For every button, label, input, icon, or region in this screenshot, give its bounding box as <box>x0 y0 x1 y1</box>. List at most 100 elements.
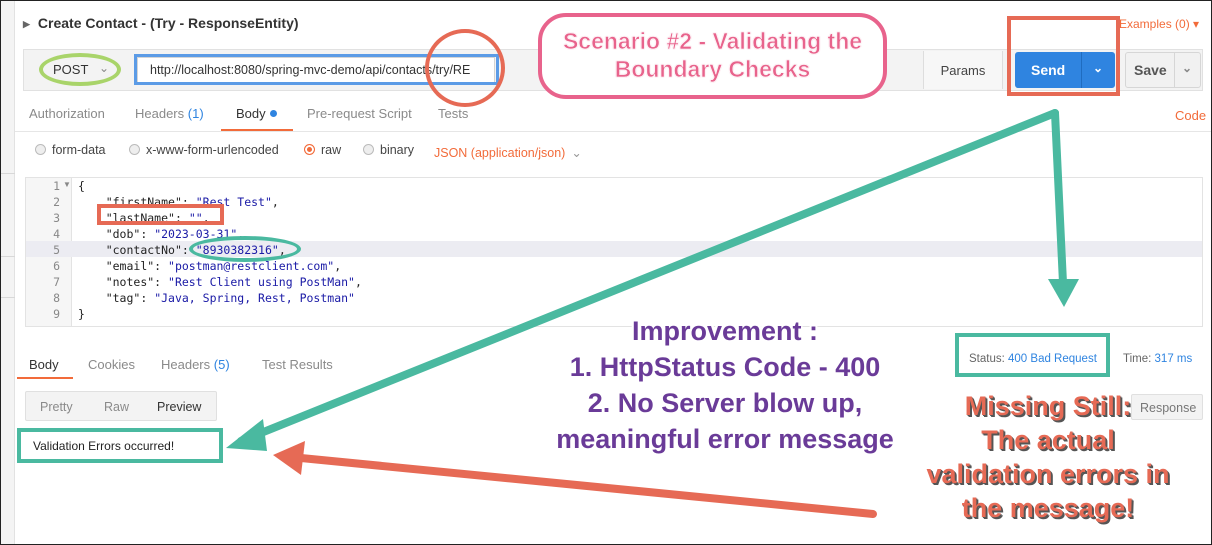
active-line-highlight <box>26 241 1202 257</box>
callout-line: Scenario #2 - Validating the <box>562 28 863 55</box>
save-response-button[interactable]: Response <box>1131 394 1203 420</box>
line-number: 9 <box>53 307 60 321</box>
url-value: http://localhost:8080/spring-mvc-demo/ap… <box>150 63 471 77</box>
time-value: 317 ms <box>1154 353 1193 365</box>
collapse-triangle-icon[interactable]: ▶ <box>23 19 30 29</box>
tab-headers[interactable]: Headers (1) <box>135 106 204 121</box>
line-number: 5 <box>53 243 60 257</box>
line-number: 2 <box>53 195 60 209</box>
params-label: Params <box>940 63 986 78</box>
examples-dropdown[interactable]: Examples (0) ▾ <box>1119 17 1199 31</box>
callout-line: 2. No Server blow up, <box>587 388 863 418</box>
code-punct: { <box>78 179 85 193</box>
response-tab-cookies[interactable]: Cookies <box>88 357 135 372</box>
improvement-callout: Improvement : 1. HttpStatus Code - 400 2… <box>515 313 935 457</box>
tab-count: (5) <box>213 357 230 372</box>
line-number: 6 <box>53 259 60 273</box>
send-label: Send <box>1031 62 1066 78</box>
send-divider <box>1081 52 1082 88</box>
line-number: 1 <box>53 179 60 193</box>
response-tab-body[interactable]: Body <box>29 357 59 372</box>
active-tab-indicator <box>221 129 293 131</box>
save-button[interactable]: Save ⌄ <box>1125 52 1201 88</box>
callout-line: the message! <box>961 493 1135 523</box>
code-punct: } <box>78 307 85 321</box>
code-link[interactable]: Code <box>1175 108 1206 123</box>
radio-x-www-form-urlencoded[interactable]: x-www-form-urlencoded <box>129 143 279 157</box>
line-number: 7 <box>53 275 60 289</box>
line-number: 8 <box>53 291 60 305</box>
url-end-highlight-circle <box>425 29 505 107</box>
callout-line: The actual <box>981 425 1115 455</box>
radio-form-data[interactable]: form-data <box>35 143 106 157</box>
response-tab-headers[interactable]: Headers (5) <box>161 357 230 372</box>
tab-label: Body <box>236 106 266 121</box>
send-button[interactable]: Send ⌄ <box>1015 52 1115 88</box>
fold-arrow-icon[interactable]: ▼ <box>63 180 71 189</box>
format-preview-button[interactable]: Preview <box>157 400 202 414</box>
json-key: "email" <box>105 259 155 273</box>
radio-label: binary <box>380 143 415 157</box>
save-response-label: Response <box>1140 401 1197 415</box>
tab-label: Headers <box>135 106 185 121</box>
radio-raw[interactable]: raw <box>304 143 341 157</box>
sidebar-divider <box>1 297 15 298</box>
response-status: Status: 400 Bad Request <box>969 353 1097 365</box>
code-line: "notes": "Rest Client using PostMan", <box>105 275 362 289</box>
save-label: Save <box>1134 62 1167 78</box>
send-highlight-box <box>1007 16 1120 96</box>
json-value: "Java, Spring, Rest, Postman" <box>154 291 355 305</box>
json-value: "postman@restclient.com" <box>168 259 335 273</box>
tab-pre-request-script[interactable]: Pre-request Script <box>307 106 412 121</box>
content-type-select[interactable]: JSON (application/json) ⌄ <box>434 145 582 160</box>
request-title-text: Create Contact - (Try - ResponseEntity) <box>37 15 299 31</box>
content-type-value: JSON (application/json) <box>434 146 566 160</box>
sidebar-divider <box>1 173 15 174</box>
radio-circle-icon <box>129 144 140 155</box>
code-line: "tag": "Java, Spring, Rest, Postman" <box>105 291 355 305</box>
status-value: 400 Bad Request <box>1008 353 1097 365</box>
response-tab-test-results[interactable]: Test Results <box>262 357 333 372</box>
save-divider <box>1174 53 1175 87</box>
arrow-head <box>273 441 305 475</box>
callout-line: Missing Still: <box>964 391 1132 421</box>
save-options-chevron-icon[interactable]: ⌄ <box>1182 61 1193 75</box>
response-body-text: Validation Errors occurred! <box>33 439 175 453</box>
method-highlight-ellipse <box>39 53 121 86</box>
callout-line: 1. HttpStatus Code - 400 <box>569 352 881 382</box>
params-button[interactable]: Params <box>923 51 1003 89</box>
chevron-down-icon: ⌄ <box>571 146 582 160</box>
radio-selected-icon <box>304 144 315 155</box>
tab-authorization[interactable]: Authorization <box>29 106 105 121</box>
radio-binary[interactable]: binary <box>363 143 414 157</box>
line-number: 4 <box>53 227 60 241</box>
contactno-highlight-ellipse <box>189 236 301 262</box>
line-number: 3 <box>53 211 60 225</box>
tab-label: Tests <box>438 106 469 121</box>
format-pretty-button[interactable]: Pretty <box>40 400 73 414</box>
code-label: Code <box>1175 108 1207 123</box>
format-raw-button[interactable]: Raw <box>104 400 130 414</box>
tab-body[interactable]: Body <box>236 106 277 121</box>
json-key: "tag" <box>105 291 141 305</box>
callout-line: Boundary Checks <box>614 56 811 83</box>
arrow-head <box>1048 279 1079 307</box>
tab-label: Body <box>29 357 59 372</box>
code-line: "email": "postman@restclient.com", <box>105 259 342 273</box>
radio-circle-icon <box>363 144 374 155</box>
time-label: Time: <box>1123 353 1152 365</box>
radio-circle-icon <box>35 144 46 155</box>
json-key: "notes" <box>105 275 155 289</box>
send-options-chevron-icon[interactable]: ⌄ <box>1093 61 1104 75</box>
modified-dot-icon <box>269 110 277 117</box>
left-sidebar-strip <box>1 1 15 544</box>
request-title[interactable]: ▶ Create Contact - (Try - ResponseEntity) <box>23 15 299 31</box>
tab-tests[interactable]: Tests <box>438 106 468 121</box>
examples-label: Examples (0) <box>1119 17 1190 31</box>
arrow-head <box>226 419 267 451</box>
scenario-callout: Scenario #2 - Validating the Boundary Ch… <box>538 13 887 99</box>
active-tab-indicator <box>17 377 73 379</box>
arrow-red-to-response <box>297 454 877 518</box>
